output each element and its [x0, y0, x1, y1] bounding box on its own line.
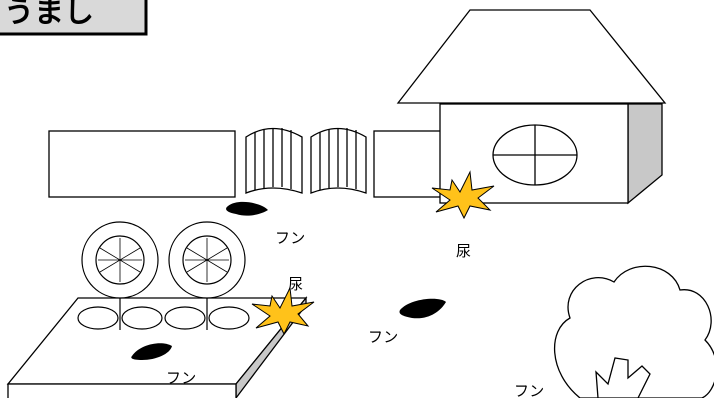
- fence-panel-right: [373, 130, 443, 198]
- poop-marks: [131, 201, 446, 360]
- fence: [48, 127, 443, 198]
- house-side: [627, 103, 663, 205]
- poop-label-4: フン: [514, 382, 544, 398]
- urine-burst-1: [431, 170, 495, 220]
- gate-right: [310, 127, 367, 194]
- house: [396, 9, 667, 205]
- tree: [553, 265, 714, 398]
- poop-mark-2: [399, 298, 446, 319]
- sunflower-left: [77, 221, 163, 330]
- title-box: うまし: [0, 0, 148, 36]
- poop-label-2: フン: [368, 328, 398, 346]
- poop-mark-3: [131, 343, 172, 360]
- gate-left: [245, 127, 303, 194]
- urine-label-2: 尿: [288, 275, 303, 293]
- poop-label-3: フン: [166, 369, 196, 387]
- fence-panel-left: [48, 130, 236, 198]
- urine-burst-2: [251, 286, 315, 336]
- sunflower-right: [164, 221, 250, 330]
- urine-label-1: 尿: [456, 242, 471, 260]
- poop-mark-1: [226, 201, 268, 216]
- poop-label-1: フン: [275, 229, 305, 247]
- house-roof: [396, 9, 667, 104]
- title-text: うまし: [4, 0, 94, 30]
